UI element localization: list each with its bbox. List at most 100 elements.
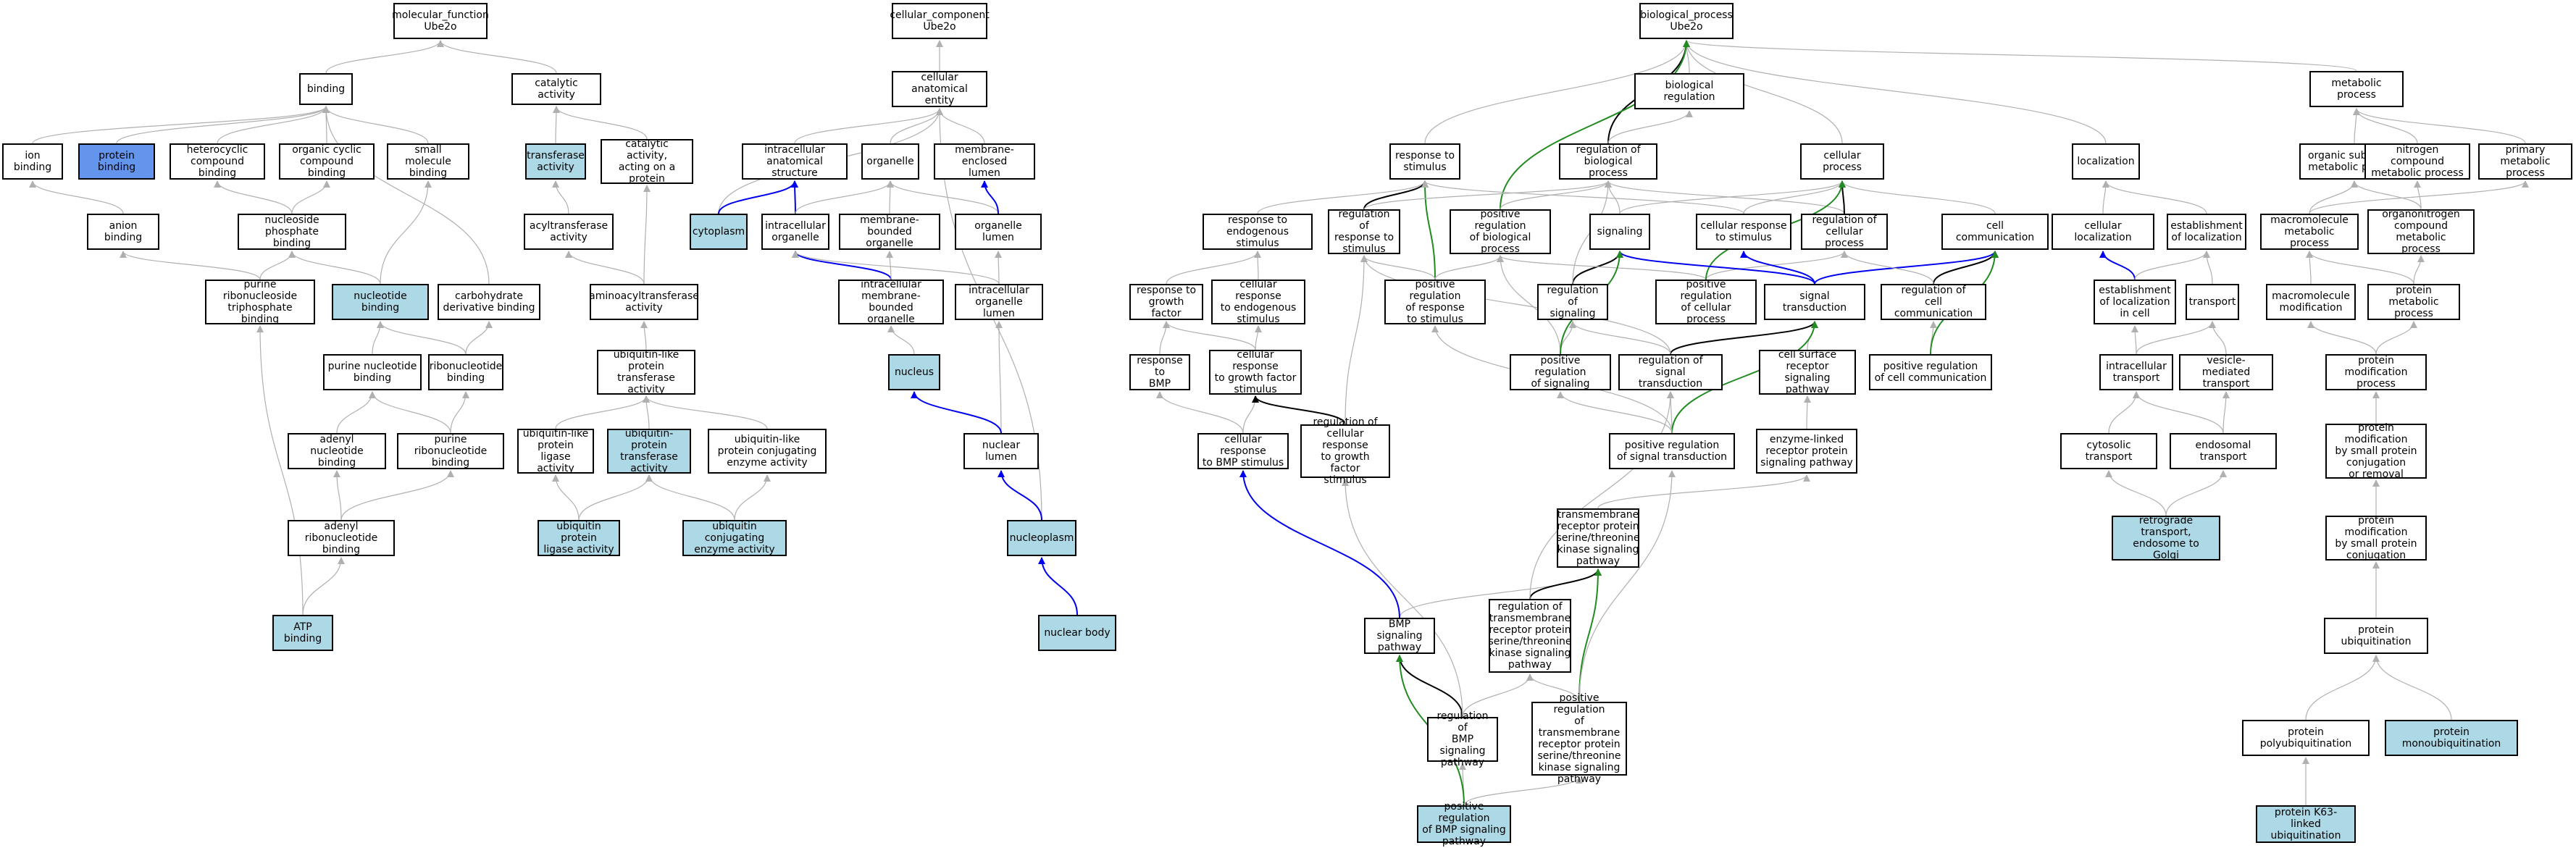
- node-ubiquitin-like-conjugating[interactable]: ubiquitin-like protein conjugating enzym…: [708, 429, 827, 474]
- node-binding[interactable]: binding: [299, 73, 353, 105]
- node-acyltransferase-activity[interactable]: acyltransferase activity: [524, 214, 614, 250]
- node-purine-ribonucleotide-binding[interactable]: purine ribonucleotide binding: [397, 433, 504, 469]
- node-response-to-stimulus[interactable]: response to stimulus: [1389, 143, 1460, 180]
- node-protein-modification-process[interactable]: protein modification process: [2325, 354, 2427, 390]
- node-regulation-of-signaling[interactable]: regulation of signaling: [1537, 284, 1608, 320]
- node-cellular-component[interactable]: cellular_component Ube2o: [890, 3, 990, 39]
- node-protein-metabolic-process[interactable]: protein metabolic process: [2367, 284, 2460, 320]
- node-membrane-enclosed-lumen[interactable]: membrane-enclosed lumen: [934, 143, 1035, 180]
- node-biological-process[interactable]: biological_process Ube2o: [1639, 3, 1734, 39]
- node-intracellular-anatomical-structure[interactable]: intracellular anatomical structure: [742, 143, 848, 180]
- node-regulation-of-cell-communication[interactable]: regulation of cell communication: [1881, 284, 1986, 320]
- node-regulation-of-response-to-stimulus[interactable]: regulation of response to stimulus: [1328, 209, 1400, 255]
- node-transport[interactable]: transport: [2186, 284, 2239, 320]
- node-macromolecule-modification[interactable]: macromolecule modification: [2266, 284, 2356, 320]
- node-carbohydrate-derivative-binding[interactable]: carbohydrate derivative binding: [438, 284, 540, 320]
- node-positive-regulation-of-response-to-stimulus[interactable]: positive regulation of response to stimu…: [1384, 279, 1486, 325]
- node-metabolic-process[interactable]: metabolic process: [2309, 71, 2404, 107]
- node-positive-regulation-of-signal-transduction[interactable]: positive regulation of signal transducti…: [1609, 433, 1735, 469]
- node-ubiquitin-like-ligase[interactable]: ubiquitin-like protein ligase activity: [517, 428, 594, 474]
- node-transferase-activity[interactable]: transferase activity: [525, 143, 586, 180]
- node-positive-regulation-of-cell-communication[interactable]: positive regulation of cell communicatio…: [1869, 354, 1992, 390]
- node-vesicle-mediated-transport[interactable]: vesicle-mediated transport: [2179, 354, 2273, 390]
- node-endosomal-transport[interactable]: endosomal transport: [2170, 433, 2277, 469]
- node-cytosolic-transport[interactable]: cytosolic transport: [2060, 433, 2157, 469]
- node-organic-cyclic-binding[interactable]: organic cyclic compound binding: [279, 143, 375, 180]
- node-establishment-of-localization[interactable]: establishment of localization: [2167, 214, 2246, 250]
- node-cellular-process[interactable]: cellular process: [1800, 143, 1884, 180]
- node-ubiquitin-conjugating-enzyme[interactable]: ubiquitin conjugating enzyme activity: [682, 520, 787, 556]
- node-enzyme-linked-receptor-signaling[interactable]: enzyme-linked receptor protein signaling…: [1756, 429, 1857, 474]
- node-nucleotide-binding[interactable]: nucleotide binding: [332, 284, 429, 320]
- node-biological-regulation[interactable]: biological regulation: [1634, 73, 1744, 109]
- node-protein-polyubiquitination[interactable]: protein polyubiquitination: [2242, 720, 2370, 756]
- node-regulation-of-tmr-pathway[interactable]: regulation of transmembrane receptor pro…: [1489, 599, 1572, 673]
- node-nuclear-body[interactable]: nuclear body: [1038, 615, 1116, 651]
- node-ribonucleotide-binding[interactable]: ribonucleotide binding: [428, 354, 503, 390]
- node-ion-binding[interactable]: ion binding: [2, 143, 63, 180]
- node-cellular-response-to-growth-factor[interactable]: cellular response to growth factor stimu…: [1209, 349, 1302, 395]
- node-nitrogen-compound-metabolic[interactable]: nitrogen compound metabolic process: [2364, 143, 2470, 180]
- node-catalytic-activity[interactable]: catalytic activity: [511, 73, 601, 105]
- node-cell-communication[interactable]: cell communication: [1941, 214, 2049, 250]
- node-adenyl-ribonucleotide-binding[interactable]: adenyl ribonucleotide binding: [288, 520, 395, 556]
- node-catalytic-on-protein[interactable]: catalytic activity, acting on a protein: [601, 138, 693, 185]
- node-anion-binding[interactable]: anion binding: [87, 214, 159, 250]
- node-response-to-growth-factor[interactable]: response to growth factor: [1129, 284, 1203, 320]
- node-protein-monoubiquitination[interactable]: protein monoubiquitination: [2385, 720, 2518, 756]
- node-nucleoplasm[interactable]: nucleoplasm: [1007, 520, 1076, 556]
- node-positive-regulation-of-tmr-pathway[interactable]: positive regulation of transmembrane rec…: [1531, 692, 1627, 785]
- node-ubiquitin-protein-ligase[interactable]: ubiquitin protein ligase activity: [538, 520, 620, 556]
- node-small-molecule-binding[interactable]: small molecule binding: [387, 143, 469, 180]
- node-protein-ubiquitination[interactable]: protein ubiquitination: [2324, 618, 2428, 654]
- node-signal-transduction[interactable]: signal transduction: [1764, 284, 1865, 320]
- node-purine-ribonucleoside-tp-binding[interactable]: purine ribonucleoside triphosphate bindi…: [205, 279, 315, 325]
- node-cellular-response-to-stimulus[interactable]: cellular response to stimulus: [1696, 214, 1791, 250]
- node-membrane-bounded-organelle[interactable]: membrane-bounded organelle: [839, 214, 940, 250]
- node-protein-modification-small-protein-conj[interactable]: protein modification by small protein co…: [2325, 515, 2427, 561]
- node-macromolecule-metabolic[interactable]: macromolecule metabolic process: [2260, 214, 2359, 250]
- node-cellular-localization[interactable]: cellular localization: [2052, 214, 2154, 250]
- node-positive-regulation-of-bmp-signaling[interactable]: positive regulation of BMP signaling pat…: [1417, 801, 1511, 847]
- node-organonitrogen-compound-metabolic[interactable]: organonitrogen compound metabolic proces…: [2367, 209, 2475, 255]
- node-positive-regulation-of-biological-process[interactable]: positive regulation of biological proces…: [1450, 209, 1551, 255]
- node-bmp-signaling-pathway[interactable]: BMP signaling pathway: [1364, 618, 1435, 654]
- node-ubiquitin-protein-transferase[interactable]: ubiquitin-protein transferase activity: [607, 428, 691, 474]
- node-intracellular-transport[interactable]: intracellular transport: [2099, 354, 2173, 390]
- node-signaling[interactable]: signaling: [1589, 214, 1650, 250]
- node-positive-regulation-of-signaling[interactable]: positive regulation of signaling: [1510, 354, 1611, 390]
- node-cellular-response-to-endogenous-stimulus[interactable]: cellular response to endogenous stimulus: [1211, 279, 1305, 325]
- node-heterocyclic-binding[interactable]: heterocyclic compound binding: [170, 143, 265, 180]
- node-aminoacyltransferase-activity[interactable]: aminoacyltransferase activity: [589, 284, 699, 320]
- node-intracellular-organelle-lumen[interactable]: intracellular organelle lumen: [955, 284, 1043, 320]
- node-establishment-of-localization-in-cell[interactable]: establishment of localization in cell: [2094, 280, 2176, 324]
- node-nucleoside-phosphate-binding[interactable]: nucleoside phosphate binding: [238, 214, 346, 250]
- node-organelle-lumen[interactable]: organelle lumen: [955, 214, 1042, 250]
- node-protein-k63-linked-ubiquitination[interactable]: protein K63-linked ubiquitination: [2256, 805, 2356, 843]
- node-positive-regulation-of-cellular-process[interactable]: positive regulation of cellular process: [1655, 279, 1757, 325]
- node-tmr-ser-thr-kinase-pathway[interactable]: transmembrane receptor protein serine/th…: [1556, 508, 1640, 568]
- node-atp-binding[interactable]: ATP binding: [272, 615, 333, 651]
- node-cytoplasm[interactable]: cytoplasm: [690, 214, 748, 250]
- node-intracellular-membrane-bounded-organelle[interactable]: intracellular membrane-bounded organelle: [838, 279, 944, 325]
- node-cell-surface-receptor-signaling[interactable]: cell surface receptor signaling pathway: [1759, 349, 1856, 395]
- node-regulation-of-bmp-signaling[interactable]: regulation of BMP signaling pathway: [1427, 710, 1498, 768]
- node-localization[interactable]: localization: [2072, 143, 2140, 180]
- node-cellular-anatomical-entity[interactable]: cellular anatomical entity: [892, 71, 987, 107]
- node-primary-metabolic-process[interactable]: primary metabolic process: [2478, 143, 2572, 180]
- node-cellular-response-to-bmp[interactable]: cellular response to BMP stimulus: [1197, 433, 1289, 469]
- node-protein-modification-small-protein-conj-or-removal[interactable]: protein modification by small protein co…: [2325, 422, 2427, 480]
- node-regulation-of-cellular-response-to-gf[interactable]: regulation of cellular response to growt…: [1300, 416, 1390, 486]
- node-nuclear-lumen[interactable]: nuclear lumen: [963, 433, 1039, 469]
- node-protein-binding[interactable]: protein binding: [78, 143, 155, 180]
- node-organelle[interactable]: organelle: [861, 143, 919, 180]
- node-adenyl-nucleotide-binding[interactable]: adenyl nucleotide binding: [288, 433, 386, 469]
- node-response-to-endogenous-stimulus[interactable]: response to endogenous stimulus: [1203, 214, 1313, 250]
- node-intracellular-organelle[interactable]: intracellular organelle: [761, 214, 829, 250]
- node-regulation-of-biological-process[interactable]: regulation of biological process: [1559, 143, 1657, 180]
- node-purine-nucleotide-binding[interactable]: purine nucleotide binding: [323, 354, 422, 390]
- node-response-to-bmp[interactable]: response to BMP: [1129, 354, 1190, 390]
- node-molecular-function[interactable]: molecular_function Ube2o: [392, 3, 489, 39]
- node-regulation-of-signal-transduction[interactable]: regulation of signal transduction: [1618, 354, 1723, 390]
- node-nucleus[interactable]: nucleus: [888, 354, 940, 390]
